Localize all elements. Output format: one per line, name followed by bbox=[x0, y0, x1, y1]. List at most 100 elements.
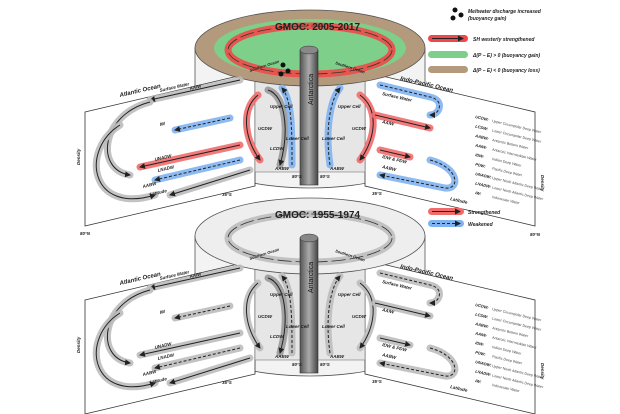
panel-title: GMOC: 1955-1974 bbox=[275, 210, 360, 221]
lower-cell-left-flow-arrow bbox=[281, 275, 293, 354]
abbr-5: PDW: bbox=[475, 350, 487, 357]
abbr-1: LCDW: bbox=[475, 124, 490, 132]
antarctica-pole bbox=[299, 49, 319, 186]
atl-overturn-upper-arrow bbox=[106, 289, 151, 366]
abbr-5: PDW: bbox=[475, 162, 487, 169]
ip-aaiw-flow-arrow bbox=[374, 114, 431, 130]
abbr-3: AAIW: bbox=[474, 330, 488, 338]
antarctica-pole-top bbox=[299, 233, 319, 243]
label-lower-cell-left: Lower Cell bbox=[286, 324, 310, 329]
atl-overturn-lower-arrow bbox=[96, 312, 156, 388]
label-atl-lnadw: LNADW bbox=[157, 164, 175, 173]
ip-idw-flow-arrow bbox=[379, 337, 411, 347]
label-atl-35s: 35°S bbox=[222, 192, 232, 197]
acc-ring-arrow bbox=[227, 25, 393, 75]
atl-surface-flow-arrow bbox=[149, 79, 241, 102]
label-ip-density: Density bbox=[540, 363, 545, 380]
legend-pe-loss: Δ(P − E) < 0 (buoyancy loss) bbox=[472, 68, 540, 74]
label-ucdw-left: UCDW bbox=[258, 314, 273, 319]
label-ip-latitude: Latitude bbox=[450, 196, 469, 205]
drop bbox=[280, 62, 286, 68]
legend-westerly: SH westerly strengthened bbox=[473, 37, 535, 43]
acc-ring-arrow bbox=[227, 213, 393, 263]
label-atl-aaiw: AAIW bbox=[188, 83, 203, 91]
abbr-7: LNADW: bbox=[475, 181, 492, 190]
label-ip-surface-water: Surface Water bbox=[382, 91, 413, 103]
label-lower-cell-right: Lower Cell bbox=[322, 136, 346, 141]
meltwater-legend-icon bbox=[452, 7, 458, 13]
legend-strengthened: Strengthened bbox=[468, 210, 501, 216]
lower-cell-right-flow-arrow bbox=[327, 87, 341, 166]
label-ucdw-left: UCDW bbox=[258, 126, 273, 131]
abbr-6: UNADW: bbox=[475, 359, 493, 368]
label-atl-aabw: AABW bbox=[141, 181, 157, 189]
abbr-4: IDW: bbox=[475, 340, 486, 347]
abbr-2: AABW: bbox=[474, 321, 490, 329]
label-aabw-center-left: AABW bbox=[274, 166, 290, 171]
label-80s-left: 80°S bbox=[292, 174, 302, 179]
upper-cell-left-red-arrow bbox=[245, 282, 261, 349]
ip-aabw-flow-band bbox=[376, 344, 459, 380]
label-upper-cell-left: Upper Cell bbox=[270, 104, 293, 109]
label-ip-surface-water: Surface Water bbox=[382, 279, 413, 291]
ip-idw-flow-arrow bbox=[379, 149, 411, 159]
label-lcdw-left: LCDW bbox=[270, 334, 284, 339]
abbr-full-8: Indonesian Water bbox=[492, 383, 521, 393]
legend-pe-loss-swatch bbox=[428, 66, 468, 73]
label-atl-35s: 35°S bbox=[222, 380, 232, 385]
abbr-8: IW: bbox=[475, 190, 483, 196]
atl-aabw-flow-arrow bbox=[169, 169, 251, 197]
abbr-0: UCDW: bbox=[475, 302, 490, 310]
label-80s-right: 80°S bbox=[320, 174, 330, 179]
label-ip-35s: 35°S bbox=[372, 379, 382, 384]
label-antarctica: Antarctica bbox=[308, 74, 315, 105]
label-ip-80n: 80°N bbox=[530, 232, 541, 237]
abbr-full-5: Pacific Deep Water bbox=[492, 355, 524, 366]
meltwater-legend-icon bbox=[450, 15, 456, 21]
atl-iw-flow-arrow bbox=[174, 305, 231, 320]
label-ip-aabw: AABW bbox=[381, 352, 397, 360]
label-aabw-center-right: AABW bbox=[329, 354, 345, 359]
atl-surface-flow-arrow bbox=[149, 267, 241, 290]
ip-aaiw-flow-arrow bbox=[374, 302, 431, 318]
label-ucdw-right: UCDW bbox=[352, 314, 367, 319]
ip-surface-flow-arrow bbox=[379, 272, 440, 306]
label-ip-35s: 35°S bbox=[372, 191, 382, 196]
label-atl-unadw: UNADW bbox=[154, 153, 173, 162]
upper-cell-right-red-arrow bbox=[359, 282, 374, 349]
ip-aabw-flow-band bbox=[376, 156, 459, 192]
abbr-4: IDW: bbox=[475, 152, 486, 159]
panel-title: GMOC: 2005-2017 bbox=[275, 22, 360, 33]
legend-pe-gain: Δ(P − E) > 0 (buoyancy gain) bbox=[472, 53, 540, 59]
label-atl-iw: IW bbox=[159, 121, 166, 127]
label-atl-80n: 80°N bbox=[80, 231, 91, 236]
label-upper-cell-left: Upper Cell bbox=[270, 292, 293, 297]
label-ip-aabw: AABW bbox=[381, 164, 397, 172]
abbr-6: UNADW: bbox=[475, 171, 493, 180]
label-lcdw-left: LCDW bbox=[270, 146, 284, 151]
abbr-3: AAIW: bbox=[474, 142, 488, 150]
label-80s-right: 80°S bbox=[320, 362, 330, 367]
drop bbox=[285, 68, 291, 74]
atl-overturn-upper-arrow bbox=[106, 101, 151, 178]
legend-meltwater: Meltwater discharge increased bbox=[468, 9, 542, 15]
label-upper-cell-right: Upper Cell bbox=[338, 104, 361, 109]
legend-weakened: Weakened bbox=[468, 222, 494, 228]
label-atl-lnadw: LNADW bbox=[157, 352, 175, 361]
label-atl-latitude: Latitude bbox=[149, 188, 168, 197]
meltwater-legend-icon bbox=[458, 12, 464, 18]
label-atl-iw: IW bbox=[159, 309, 166, 315]
abbr-full-8: Indonesian Water bbox=[492, 195, 521, 205]
label-antarctica: Antarctica bbox=[308, 262, 315, 293]
lower-cell-left-flow-arrow bbox=[281, 87, 293, 166]
abbr-full-5: Pacific Deep Water bbox=[492, 167, 524, 178]
label-ip-idw-pdw: IDW & PDW bbox=[382, 342, 408, 353]
abbr-8: IW: bbox=[475, 378, 483, 384]
label-atl-density: Density bbox=[76, 336, 81, 353]
atl-aabw-flow-arrow bbox=[169, 357, 251, 385]
label-ip-density: Density bbox=[540, 175, 545, 192]
upper-cell-left-flow-arrow bbox=[267, 89, 286, 166]
label-ip-latitude: Latitude bbox=[450, 384, 469, 393]
label-ucdw-right: UCDW bbox=[352, 126, 367, 131]
